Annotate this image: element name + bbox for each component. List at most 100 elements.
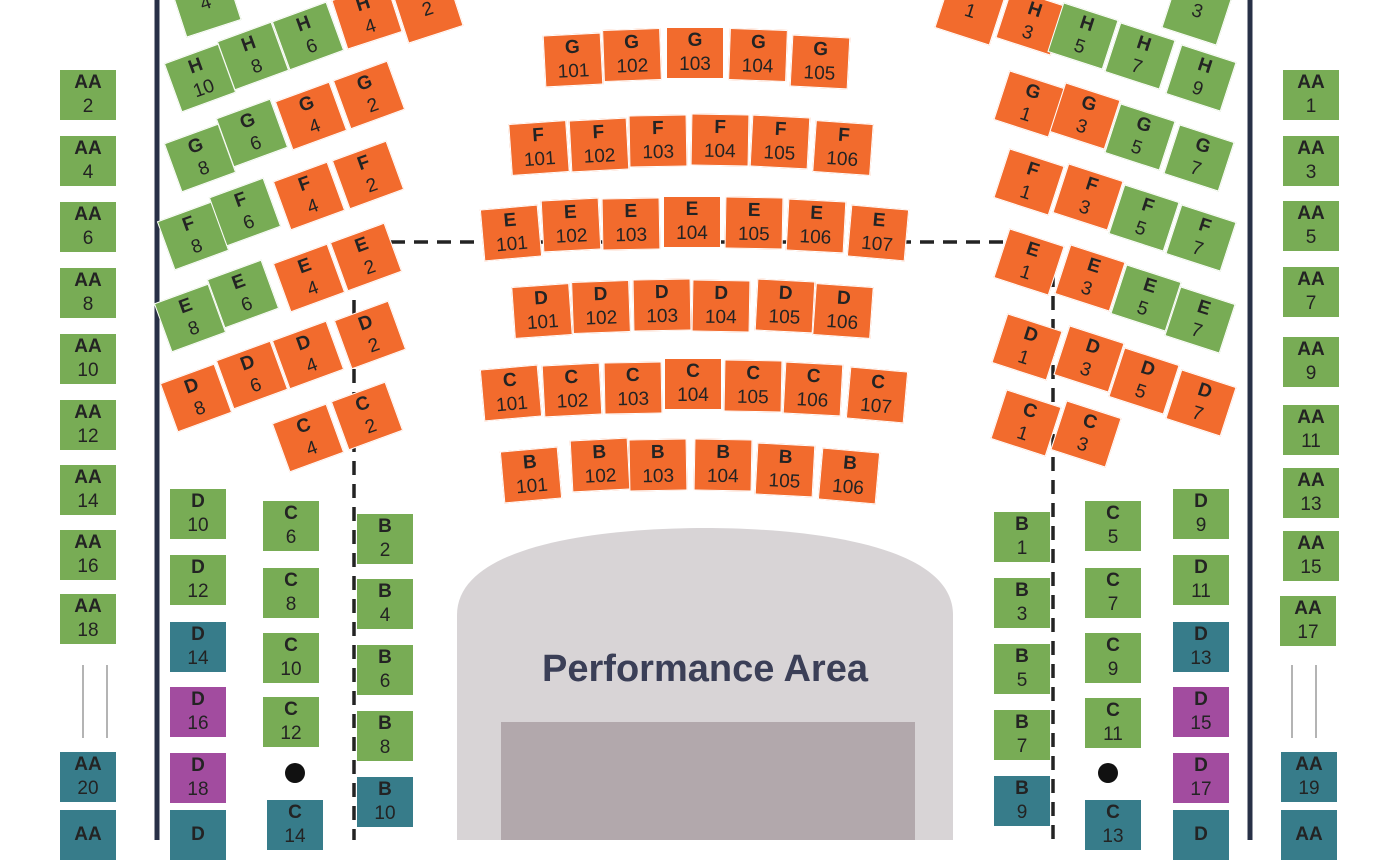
seat-row-label: F xyxy=(591,121,605,144)
seat-row-label: D xyxy=(593,283,608,306)
seat[interactable]: AA xyxy=(1280,809,1338,861)
seat[interactable]: D xyxy=(1172,809,1230,861)
seat[interactable]: D xyxy=(169,809,227,861)
seat-number-label: 7 xyxy=(1187,157,1204,181)
seat-number-label: 2 xyxy=(364,94,382,118)
seat-row-label: AA xyxy=(74,402,102,423)
seat-row-label: F xyxy=(651,117,664,140)
seat[interactable]: AA xyxy=(59,809,117,861)
seat-number-label: 104 xyxy=(676,223,708,244)
seat-number-label: 13 xyxy=(1300,494,1322,515)
seat-row-label: E xyxy=(1023,238,1043,263)
